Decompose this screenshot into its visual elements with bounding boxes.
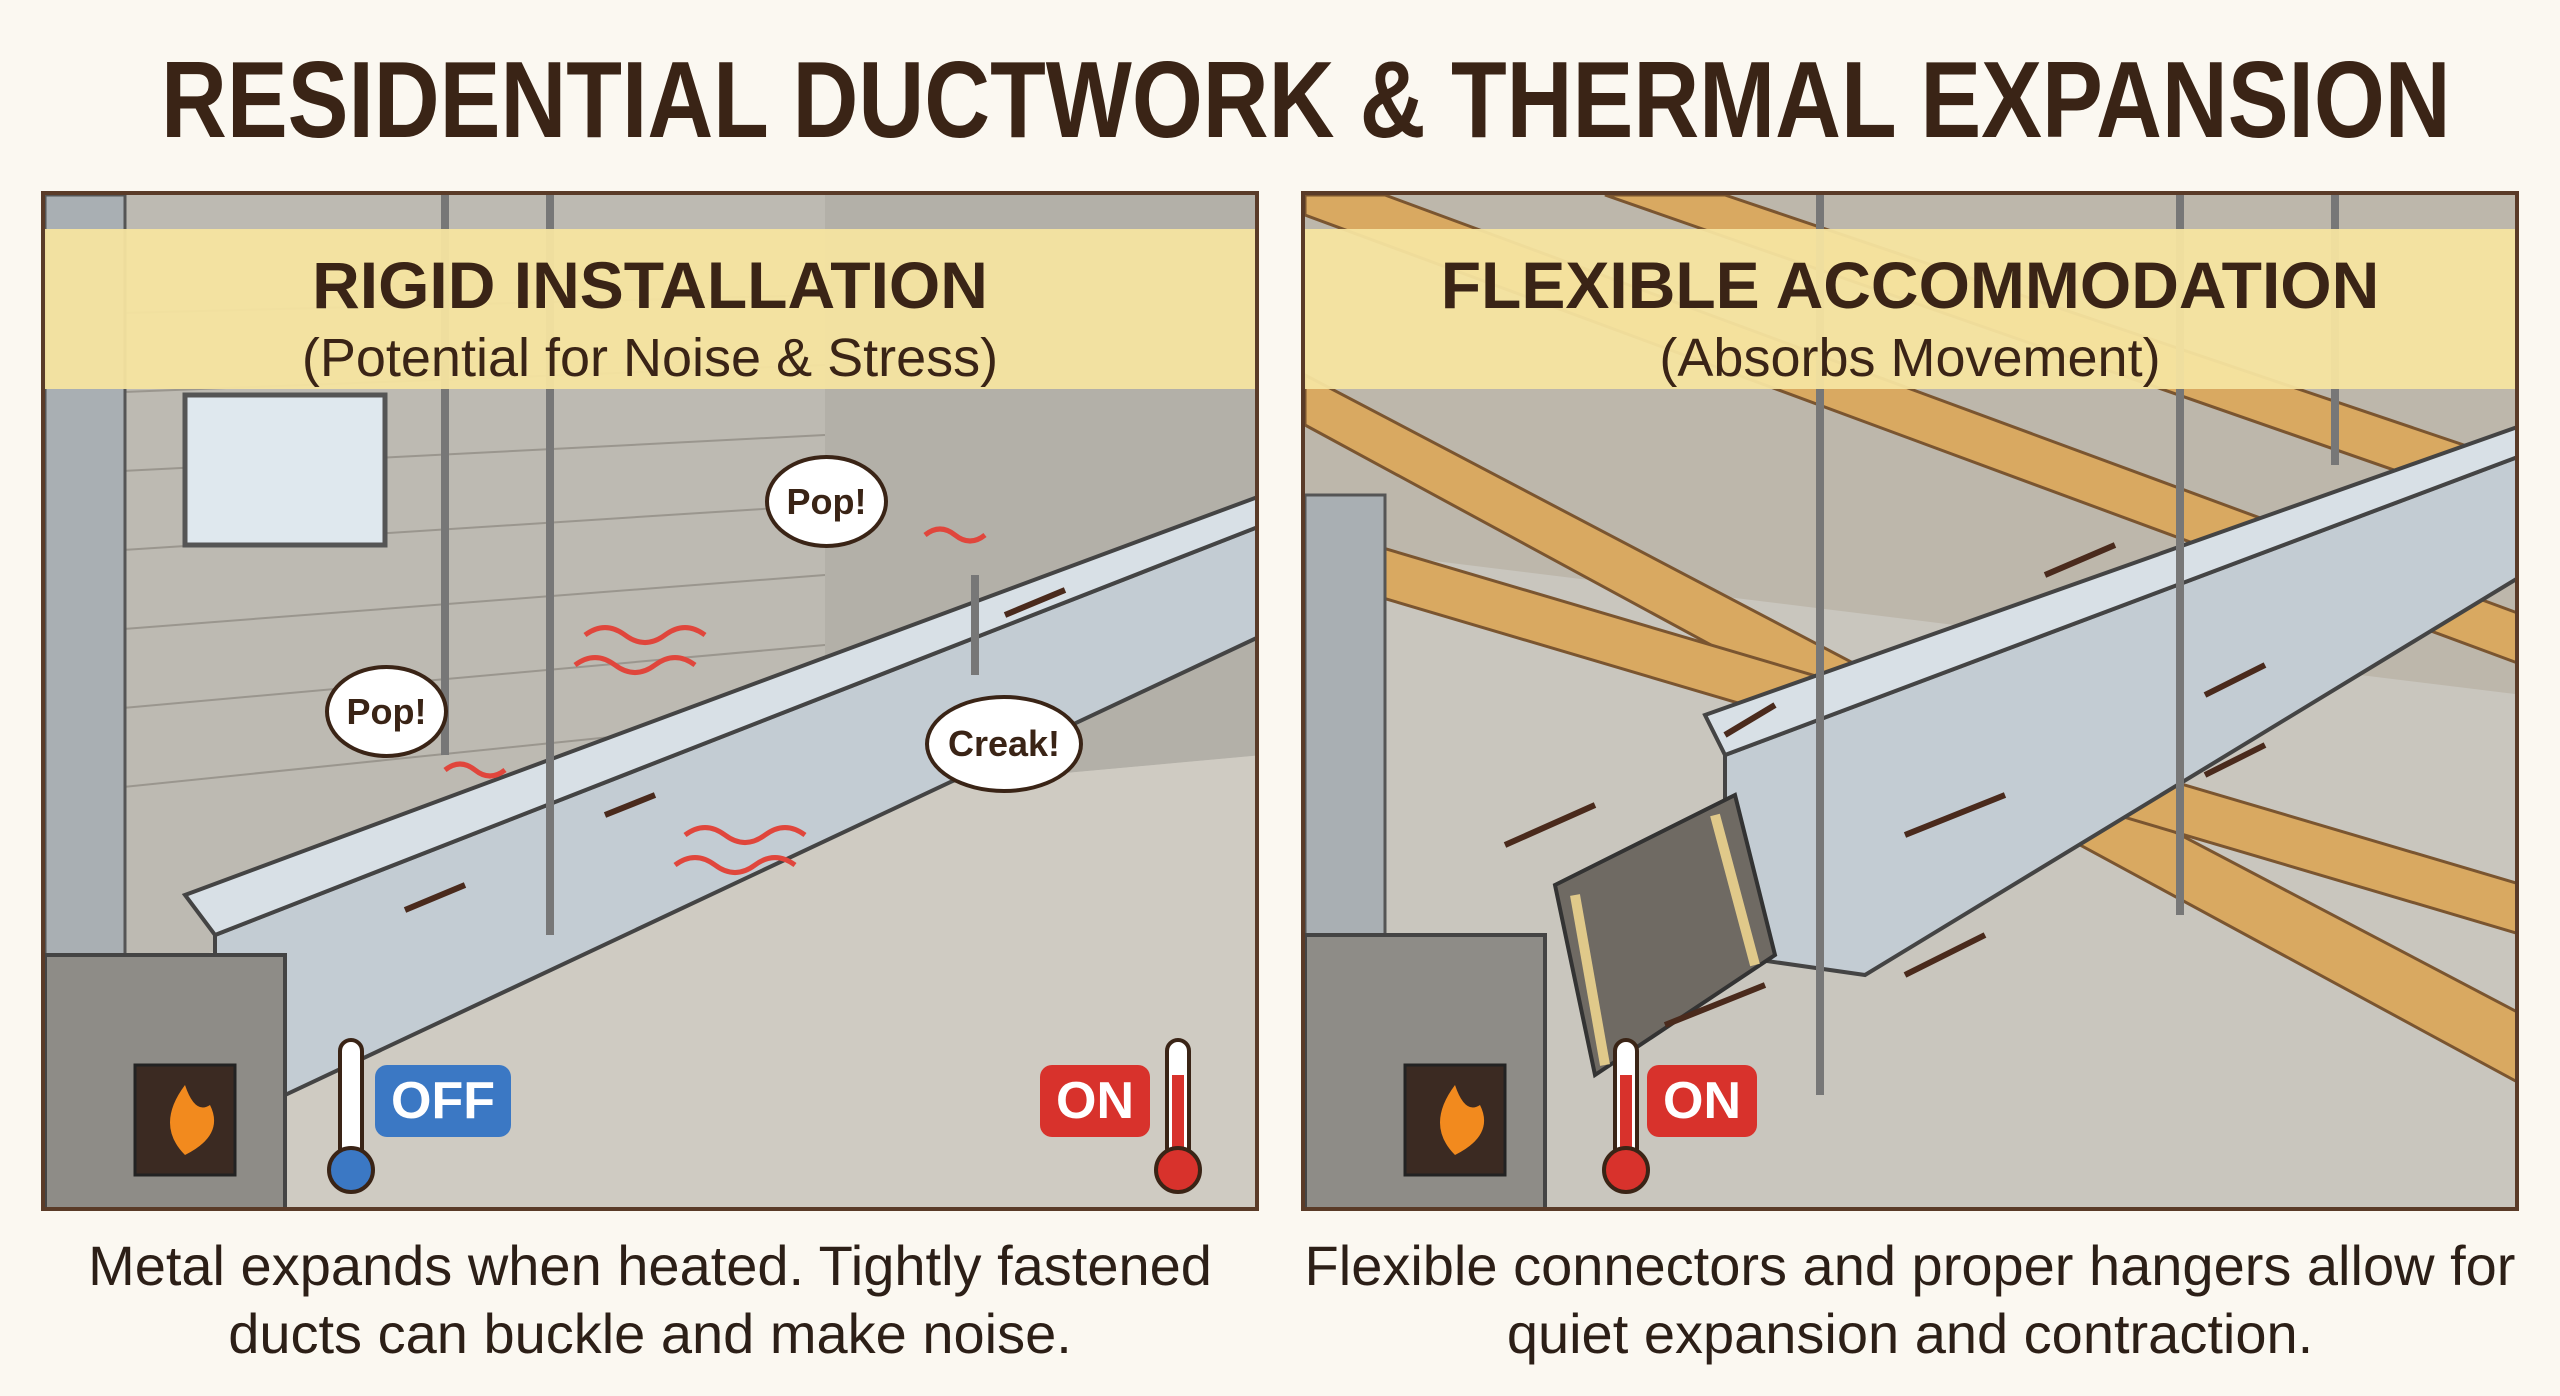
window xyxy=(182,392,388,548)
off-badge: OFF xyxy=(375,1065,511,1137)
flexible-accommodation-panel: FLEXIBLE ACCOMMODATION (Absorbs Movement… xyxy=(1301,191,2519,1211)
page-title: RESIDENTIAL DUCTWORK & THERMAL EXPANSION xyxy=(160,40,2451,161)
panel-subheading: (Absorbs Movement) xyxy=(1659,328,2161,388)
panel-heading: RIGID INSTALLATION xyxy=(312,248,988,322)
panel-heading: FLEXIBLE ACCOMMODATION xyxy=(1440,248,2380,322)
panel-banner: FLEXIBLE ACCOMMODATION (Absorbs Movement… xyxy=(1305,229,2515,389)
sound-bubble: Creak! xyxy=(925,695,1083,793)
fire-icon xyxy=(170,1085,215,1155)
fire-icon xyxy=(1440,1085,1485,1155)
rigid-installation-panel: RIGID INSTALLATION (Potential for Noise … xyxy=(41,191,1259,1211)
page-title-container: RESIDENTIAL DUCTWORK & THERMAL EXPANSION xyxy=(0,38,2560,163)
panel-subheading: (Potential for Noise & Stress) xyxy=(301,328,999,388)
sound-bubble: Pop! xyxy=(325,665,448,758)
flexible-caption: Flexible connectors and proper hangers a… xyxy=(1304,1234,2516,1365)
panel-banner: RIGID INSTALLATION (Potential for Noise … xyxy=(45,229,1255,389)
sound-bubble: Pop! xyxy=(765,455,888,548)
thermometer-cold-icon xyxy=(338,1038,364,1162)
on-badge: ON xyxy=(1040,1065,1150,1137)
vent-pipe xyxy=(1305,493,1387,997)
flexible-connector xyxy=(1552,792,1778,1079)
heat-wave-icon xyxy=(443,526,987,875)
arrow-icon xyxy=(1503,542,2267,1028)
rigid-caption: Metal expands when heated. Tightly faste… xyxy=(88,1234,1212,1365)
arrow-icon xyxy=(403,587,1067,913)
on-badge: ON xyxy=(1647,1065,1757,1137)
